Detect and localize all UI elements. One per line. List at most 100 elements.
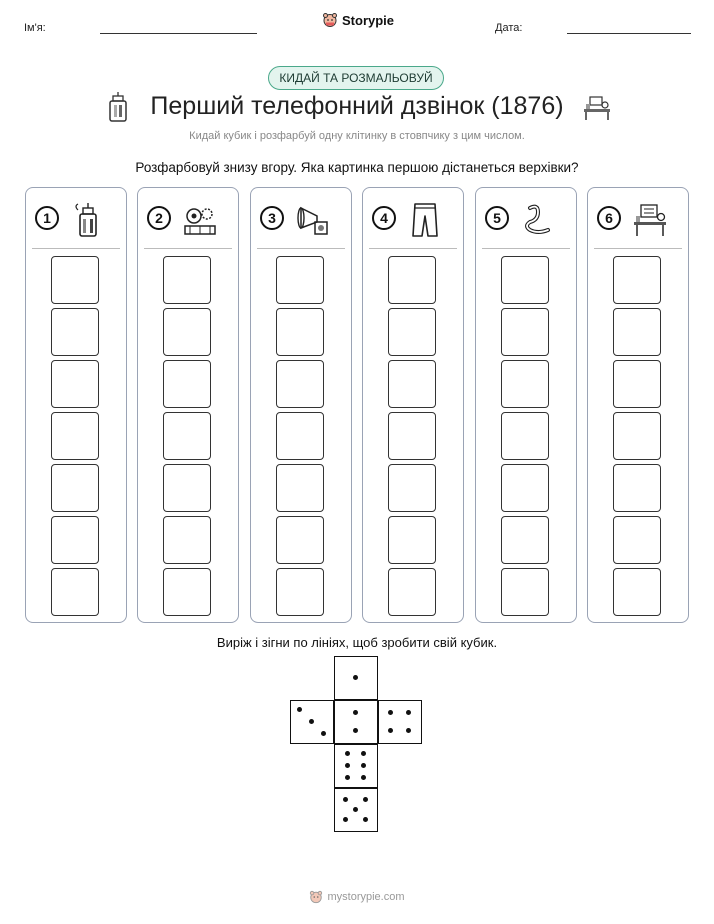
column-3: 3 xyxy=(250,187,352,623)
battery-jar-icon xyxy=(109,92,127,122)
dice-pip xyxy=(363,817,369,823)
coloring-cell[interactable] xyxy=(501,360,549,408)
dice-pip xyxy=(406,709,412,715)
brand-logo: Storypie xyxy=(322,12,394,28)
coloring-cell[interactable] xyxy=(276,464,324,512)
coloring-cell[interactable] xyxy=(163,464,211,512)
column-divider xyxy=(144,248,232,249)
coloring-cell[interactable] xyxy=(276,360,324,408)
coloring-cell[interactable] xyxy=(501,568,549,616)
coloring-cell[interactable] xyxy=(388,308,436,356)
dice-pip xyxy=(344,750,350,756)
dice-face-4 xyxy=(378,700,422,744)
coloring-cell[interactable] xyxy=(51,256,99,304)
coloring-cell[interactable] xyxy=(613,412,661,460)
dice-pip xyxy=(344,763,350,768)
dice-pip xyxy=(353,807,358,812)
storypie-mascot-icon xyxy=(310,890,323,904)
page-title: Перший телефонний дзвінок (1876) xyxy=(150,92,564,120)
coloring-cell[interactable] xyxy=(51,464,99,512)
coloring-cell[interactable] xyxy=(276,308,324,356)
dice-pip xyxy=(342,796,348,802)
coloring-cell[interactable] xyxy=(388,568,436,616)
storypie-mascot-icon xyxy=(323,13,337,27)
dice-pip xyxy=(309,719,314,724)
coloring-cell[interactable] xyxy=(501,516,549,564)
coloring-cell[interactable] xyxy=(163,412,211,460)
gramophone-icon xyxy=(295,202,331,238)
trousers-icon xyxy=(407,202,443,238)
coloring-cell[interactable] xyxy=(613,308,661,356)
coloring-cell[interactable] xyxy=(51,516,99,564)
date-line[interactable] xyxy=(567,33,691,34)
column-number: 3 xyxy=(260,206,284,230)
column-divider xyxy=(594,248,682,249)
dice-face-2 xyxy=(334,700,378,744)
workshop-desk-icon xyxy=(584,96,610,120)
coloring-cell[interactable] xyxy=(613,516,661,564)
column-divider xyxy=(482,248,570,249)
coloring-instruction: Розфарбовуй знизу вгору. Яка картинка пе… xyxy=(135,160,579,175)
coloring-cell[interactable] xyxy=(163,256,211,304)
coloring-cell[interactable] xyxy=(51,568,99,616)
column-4: 4 xyxy=(362,187,464,623)
coloring-cell[interactable] xyxy=(388,412,436,460)
dice-pip xyxy=(342,817,348,823)
dice-pip xyxy=(353,675,358,680)
coloring-cell[interactable] xyxy=(163,568,211,616)
coloring-cell[interactable] xyxy=(51,308,99,356)
coloring-cell[interactable] xyxy=(388,256,436,304)
coloring-cell[interactable] xyxy=(163,308,211,356)
coloring-cell[interactable] xyxy=(51,360,99,408)
dice-pip xyxy=(353,728,358,734)
dice-pip xyxy=(361,775,367,781)
column-number: 4 xyxy=(372,206,396,230)
coloring-cell[interactable] xyxy=(501,464,549,512)
column-number: 2 xyxy=(147,206,171,230)
column-divider xyxy=(257,248,345,249)
footer: mystorypie.com xyxy=(0,890,714,904)
column-number: 6 xyxy=(597,206,621,230)
dice-face-5 xyxy=(334,788,378,832)
coloring-cell[interactable] xyxy=(276,568,324,616)
column-divider xyxy=(32,248,120,249)
worm-icon xyxy=(520,202,556,238)
coloring-cell[interactable] xyxy=(613,464,661,512)
coloring-cell[interactable] xyxy=(613,256,661,304)
dice-pip xyxy=(344,775,350,781)
coloring-cell[interactable] xyxy=(388,360,436,408)
battery-jar-icon xyxy=(70,202,106,238)
coloring-cell[interactable] xyxy=(501,308,549,356)
coloring-cell[interactable] xyxy=(276,256,324,304)
column-divider xyxy=(369,248,457,249)
name-label: Ім'я: xyxy=(24,22,46,34)
coloring-cell[interactable] xyxy=(276,412,324,460)
coloring-cell[interactable] xyxy=(501,412,549,460)
workshop-desk-icon xyxy=(632,202,668,238)
name-line[interactable] xyxy=(100,33,257,34)
cut-instruction: Виріж і зігни по лініях, щоб зробити сві… xyxy=(216,635,498,650)
dice-pip xyxy=(296,706,302,712)
dice-pip xyxy=(387,728,393,734)
dice-pip xyxy=(361,750,367,756)
coloring-cell[interactable] xyxy=(276,516,324,564)
coloring-cell[interactable] xyxy=(613,360,661,408)
column-1: 1 xyxy=(25,187,127,623)
dice-pip xyxy=(406,728,412,734)
coloring-cell[interactable] xyxy=(163,360,211,408)
footer-url[interactable]: mystorypie.com xyxy=(327,891,405,903)
activity-badge: КИДАЙ ТА РОЗМАЛЬОВУЙ xyxy=(268,66,444,90)
coloring-cell[interactable] xyxy=(388,464,436,512)
coloring-cell[interactable] xyxy=(51,412,99,460)
column-6: 6 xyxy=(587,187,689,623)
coloring-cell[interactable] xyxy=(501,256,549,304)
coloring-cell[interactable] xyxy=(388,516,436,564)
coloring-cell[interactable] xyxy=(613,568,661,616)
column-5: 5 xyxy=(475,187,577,623)
coloring-cell[interactable] xyxy=(163,516,211,564)
column-number: 5 xyxy=(485,206,509,230)
dice-face-1 xyxy=(334,656,378,700)
dice-face-6 xyxy=(334,744,378,788)
dice-pip xyxy=(361,763,367,768)
dice-pip xyxy=(363,796,369,802)
